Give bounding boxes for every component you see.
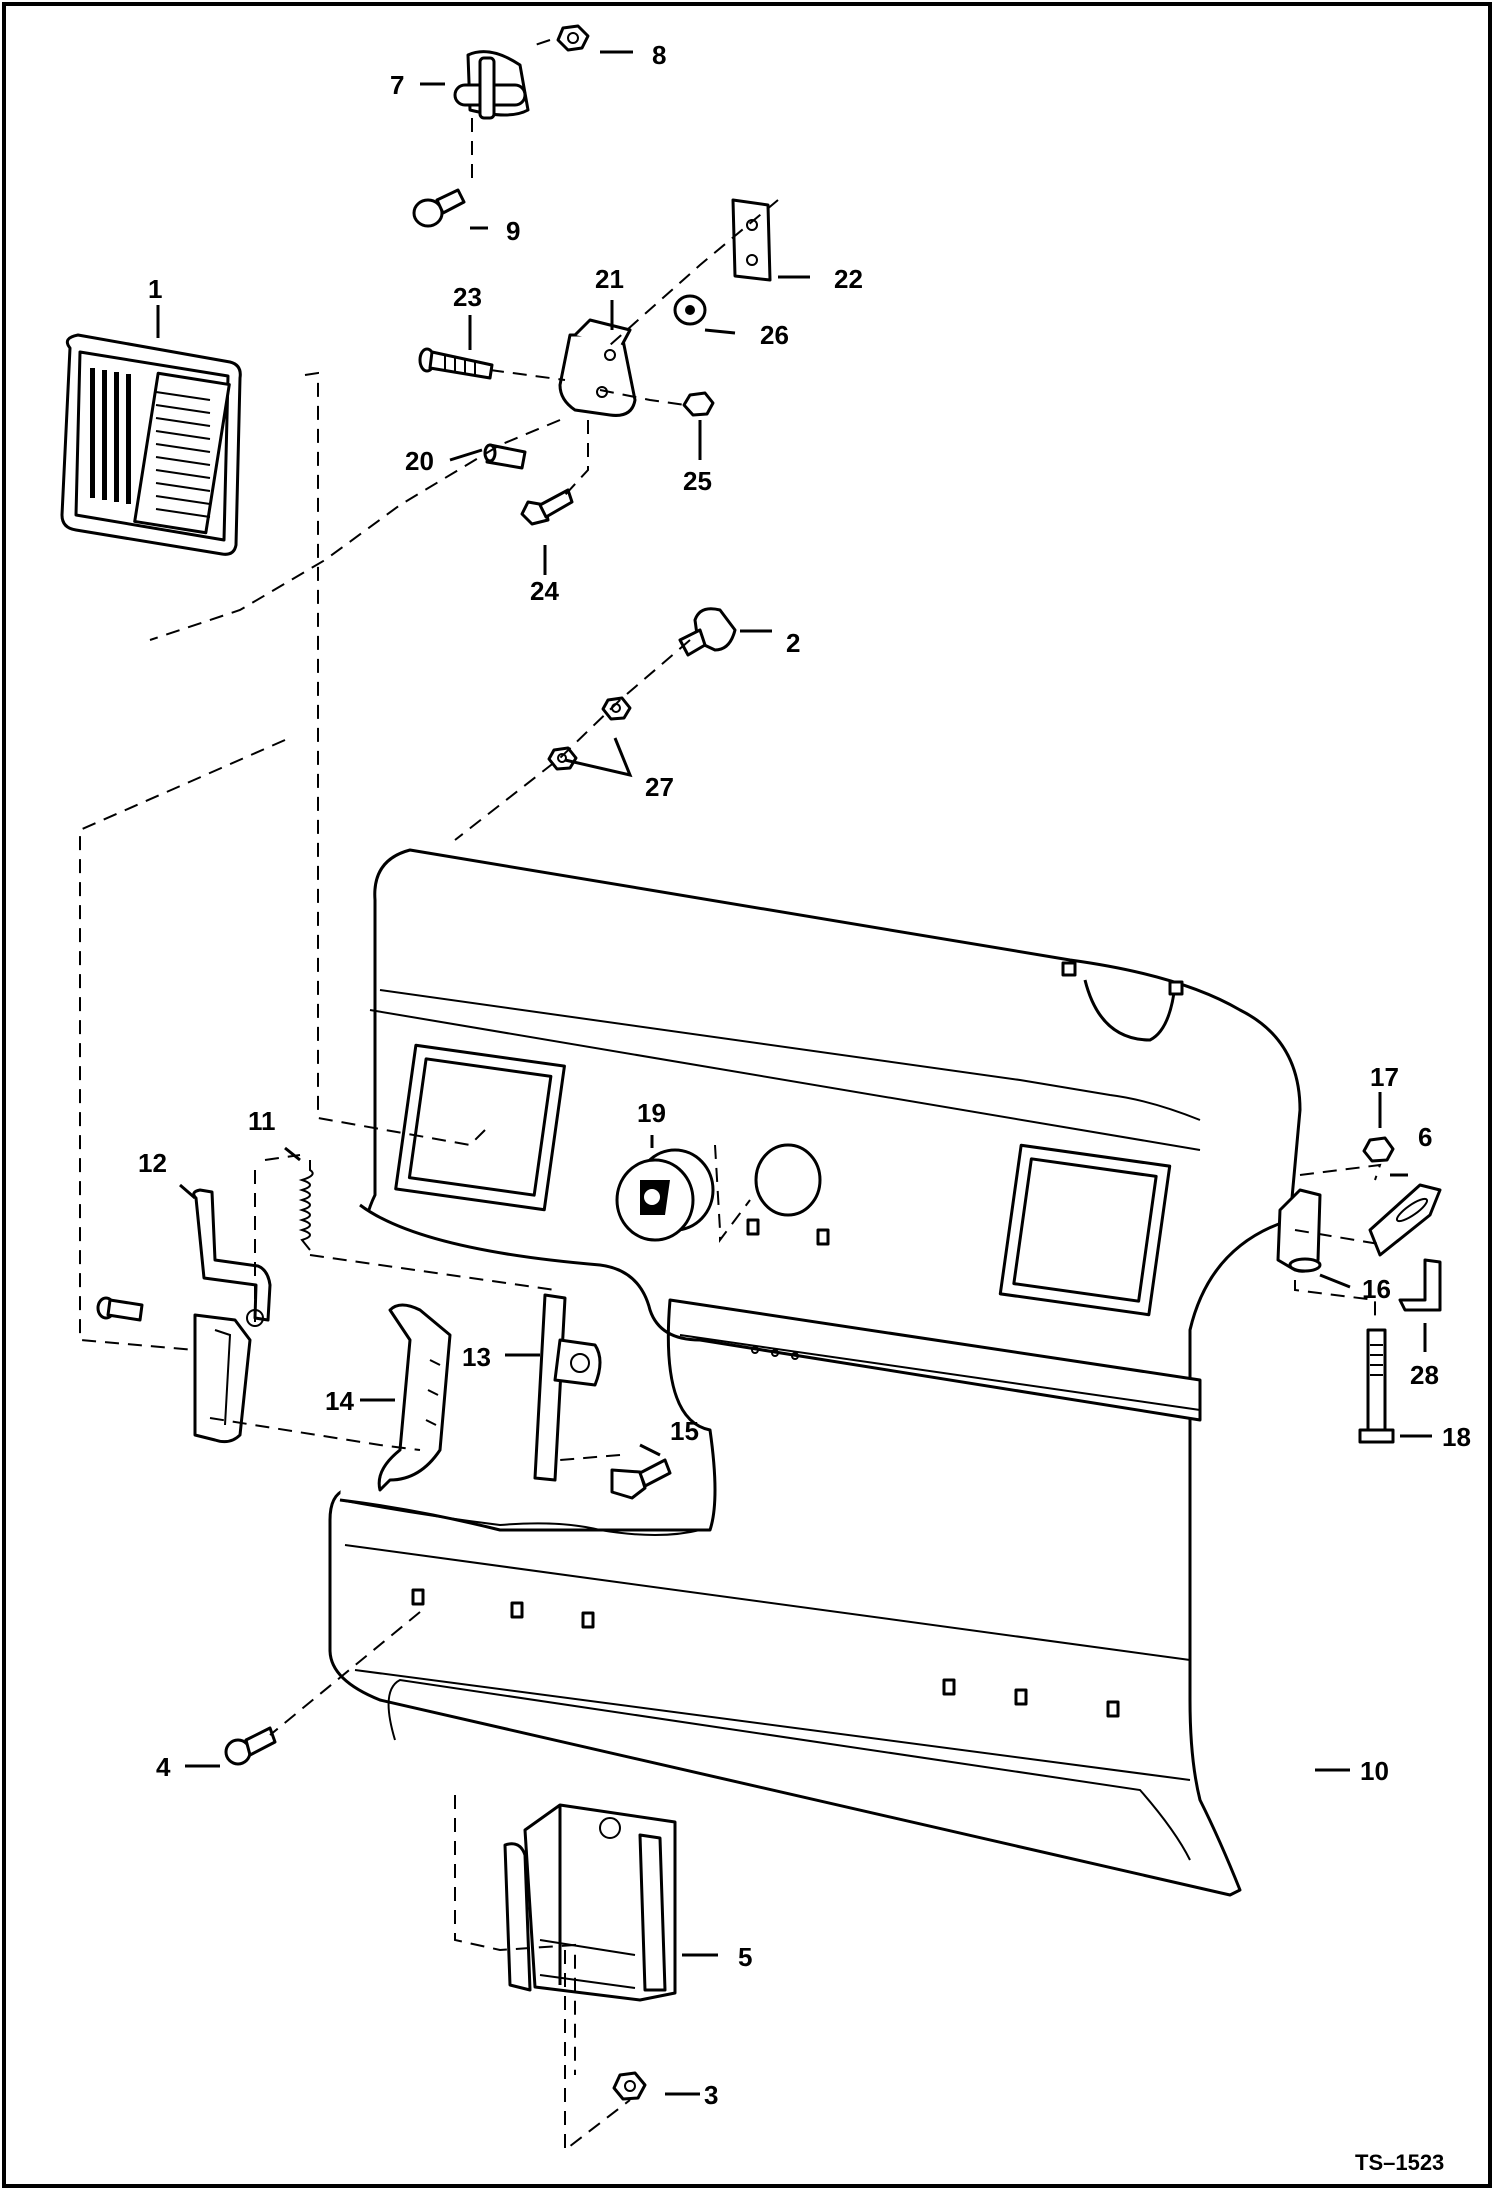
figure-code: TS–1523 xyxy=(1355,2150,1444,2175)
callout-11: 11 xyxy=(248,1106,276,1136)
assembly-lines xyxy=(79,39,1386,2153)
callout-5: 5 xyxy=(738,1942,752,1972)
callout-9: 9 xyxy=(506,216,520,246)
callout-27: 27 xyxy=(645,772,674,802)
callout-labels: 1 2 3 4 5 6 7 8 9 10 11 12 13 14 15 16 1… xyxy=(138,40,1471,2175)
callout-19: 19 xyxy=(637,1098,666,1128)
callout-17: 17 xyxy=(1370,1062,1399,1092)
callout-16: 16 xyxy=(1362,1274,1391,1304)
callout-8: 8 xyxy=(652,40,666,70)
vent-grille xyxy=(60,333,242,556)
callout-14: 14 xyxy=(325,1386,354,1416)
callout-12: 12 xyxy=(138,1148,167,1178)
callout-1: 1 xyxy=(148,274,162,304)
callout-28: 28 xyxy=(1410,1360,1439,1390)
logo-plug xyxy=(615,1148,715,1242)
callout-10: 10 xyxy=(1360,1756,1389,1786)
callout-leaders xyxy=(156,50,1432,2096)
lower-assembly xyxy=(224,1726,677,2101)
callout-15: 15 xyxy=(670,1416,699,1446)
callout-21: 21 xyxy=(595,264,624,294)
callout-25: 25 xyxy=(683,466,712,496)
hinge-assembly xyxy=(412,24,772,771)
callout-13: 13 xyxy=(462,1342,491,1372)
callout-20: 20 xyxy=(405,446,434,476)
callout-6: 6 xyxy=(1418,1122,1432,1152)
latch-assembly xyxy=(96,1160,672,1500)
right-hinge-assembly xyxy=(1276,1136,1442,1444)
callout-22: 22 xyxy=(834,264,863,294)
callout-3: 3 xyxy=(704,2080,718,2110)
callout-18: 18 xyxy=(1442,1422,1471,1452)
callout-26: 26 xyxy=(760,320,789,350)
callout-7: 7 xyxy=(390,70,404,100)
callout-23: 23 xyxy=(453,282,482,312)
door-panel xyxy=(328,848,1302,1897)
callout-4: 4 xyxy=(156,1752,171,1782)
callout-24: 24 xyxy=(530,576,559,606)
callout-2: 2 xyxy=(786,628,800,658)
